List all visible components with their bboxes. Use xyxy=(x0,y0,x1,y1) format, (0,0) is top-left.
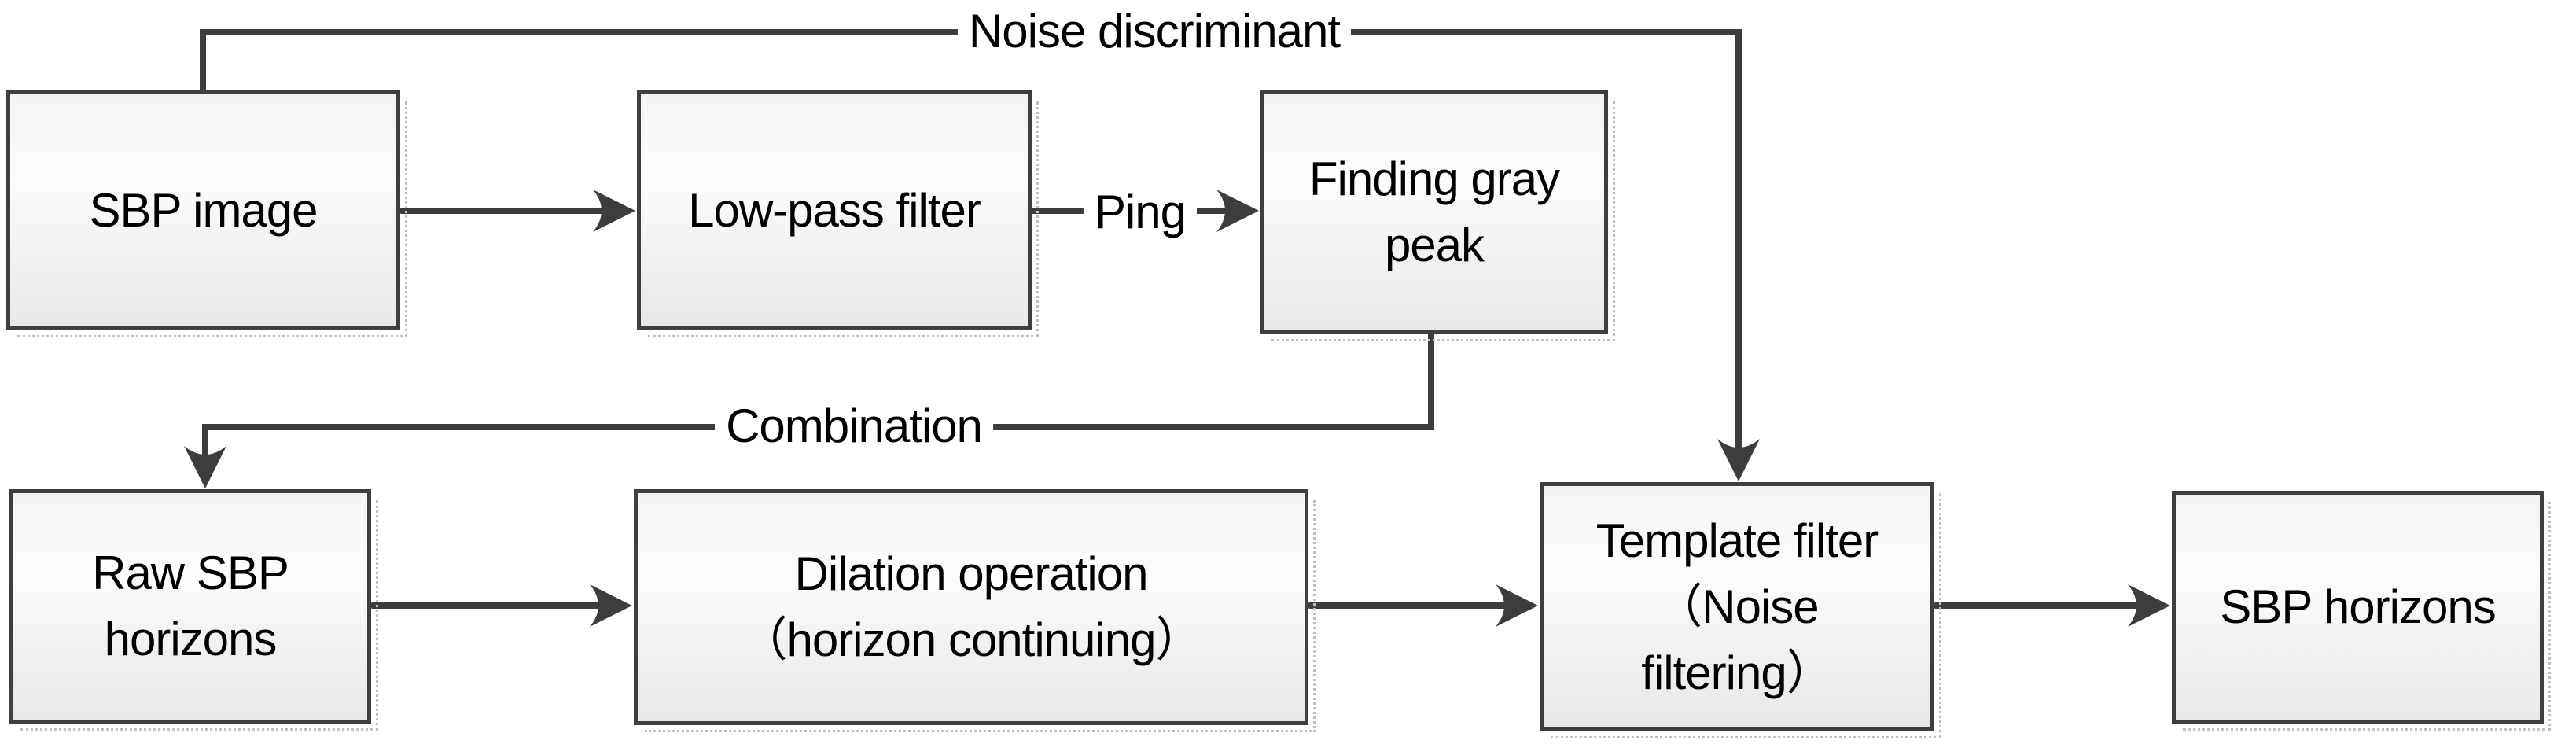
edge-label-noise-discriminant: Noise discriminant xyxy=(957,3,1352,60)
node-finding-gray-peak: Finding gray peak xyxy=(1260,90,1615,341)
node-sbp-horizons: SBP horizons xyxy=(2172,491,2551,731)
node-label: SBP horizons xyxy=(2220,580,2496,633)
node-label: Raw SBP horizons xyxy=(92,547,289,665)
edge-sbp-image-to-low-pass-filter xyxy=(399,190,635,232)
edge-dilation-operation-to-template-filter xyxy=(1307,584,1538,627)
node-label: Template filter （Noise filtering） xyxy=(1595,514,1879,699)
edge-raw-sbp-horizons-to-dilation-operation xyxy=(370,584,632,627)
edge-label-ping: Ping xyxy=(1083,184,1198,241)
node-low-pass-filter: Low-pass filter xyxy=(637,90,1039,337)
node-dilation-operation: Dilation operation （horizon continuing） xyxy=(634,489,1316,732)
node-sbp-image: SBP image xyxy=(6,90,407,337)
node-label: Finding gray peak xyxy=(1308,153,1560,271)
node-label: Dilation operation （horizon continuing） xyxy=(740,547,1202,666)
edge-label-combination: Combination xyxy=(715,398,993,455)
edge-template-filter-to-sbp-horizons xyxy=(1933,584,2170,627)
node-template-filter: Template filter （Noise filtering） xyxy=(1540,482,1941,738)
node-label: Low-pass filter xyxy=(688,183,981,237)
node-label: SBP image xyxy=(89,183,318,237)
node-raw-sbp-horizons: Raw SBP horizons xyxy=(9,489,378,731)
